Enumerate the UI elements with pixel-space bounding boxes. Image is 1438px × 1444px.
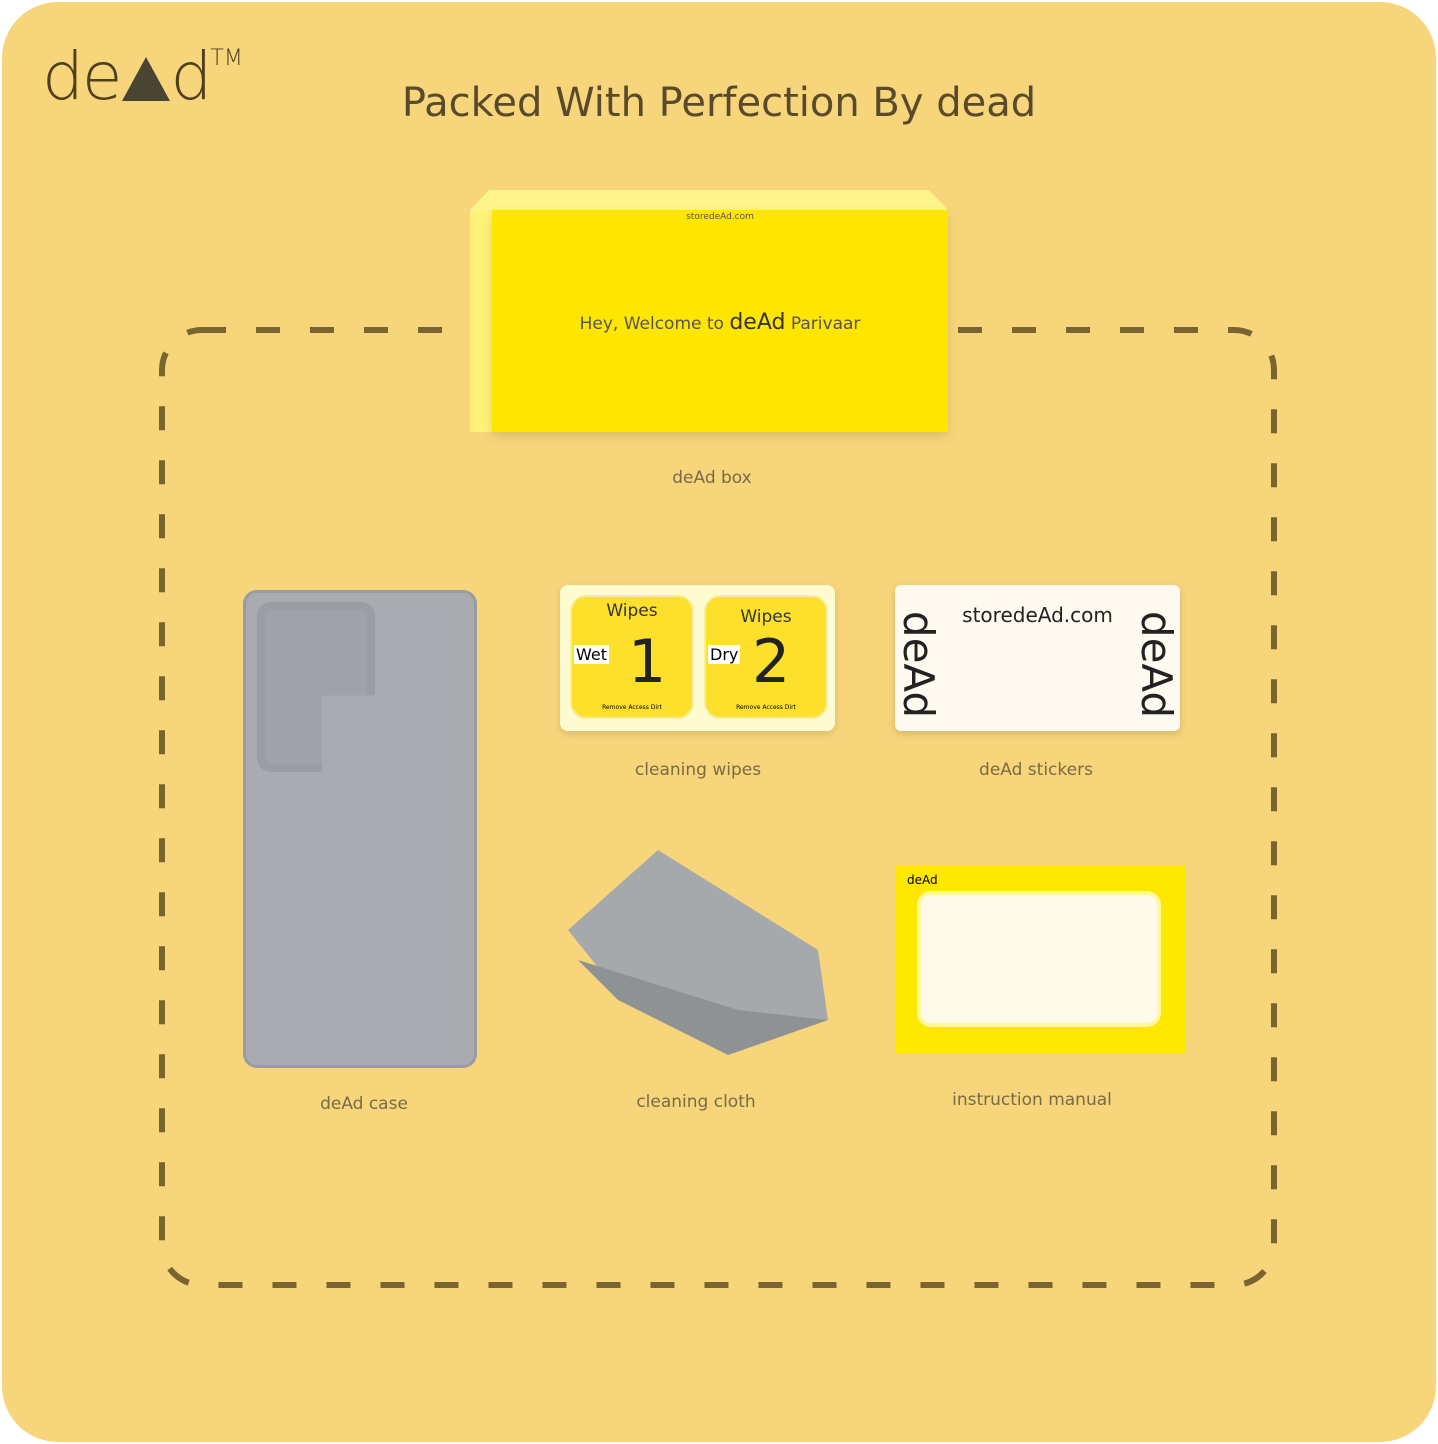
stickers-image: storedeAd.com deAd deAd <box>894 585 1181 731</box>
wipe1-title: Wipes <box>606 601 658 621</box>
sticker-logo-left: deAd <box>894 610 944 719</box>
box-site: storedeAd.com <box>686 212 754 222</box>
cloth-label: cleaning cloth <box>636 1092 756 1112</box>
manual-label: instruction manual <box>952 1090 1112 1110</box>
wipe2-number: 2 <box>752 627 791 697</box>
wipe2-note: Remove Access Dirt <box>736 704 796 711</box>
case-label: deAd case <box>320 1094 408 1114</box>
dead-box-image: Hey, Welcome to deAd Parivaar storedeAd.… <box>470 190 948 432</box>
sticker-site: storedeAd.com <box>962 603 1113 627</box>
wipe2-type: Dry <box>708 645 741 664</box>
box-brand: deAd <box>729 310 786 335</box>
stickers-label: deAd stickers <box>979 760 1093 780</box>
box-greeting: Hey, Welcome to <box>579 314 724 334</box>
sticker-logo-right: deAd <box>1131 610 1181 719</box>
cleaning-cloth-image <box>568 850 828 1055</box>
wipe1-number: 1 <box>628 627 667 697</box>
manual-brand: deAd <box>907 873 938 887</box>
box-suffix: Parivaar <box>790 314 861 334</box>
phone-case-image <box>243 590 477 1068</box>
wipe2-title: Wipes <box>740 607 792 627</box>
dashed-border <box>159 327 1277 1288</box>
wipes-label: cleaning wipes <box>634 760 762 780</box>
box-label: deAd box <box>672 468 752 488</box>
page-title: Packed With Perfection By dead <box>401 80 1037 126</box>
instruction-manual-image: deAd <box>895 865 1185 1053</box>
wipe1-type: Wet <box>574 645 609 664</box>
wipe1-note: Remove Access Dirt <box>602 704 662 711</box>
cleaning-wipes-image: Wipes Wet 1 Remove Access Dirt Wipes Dry… <box>560 585 835 731</box>
camera-cutout <box>257 602 375 772</box>
